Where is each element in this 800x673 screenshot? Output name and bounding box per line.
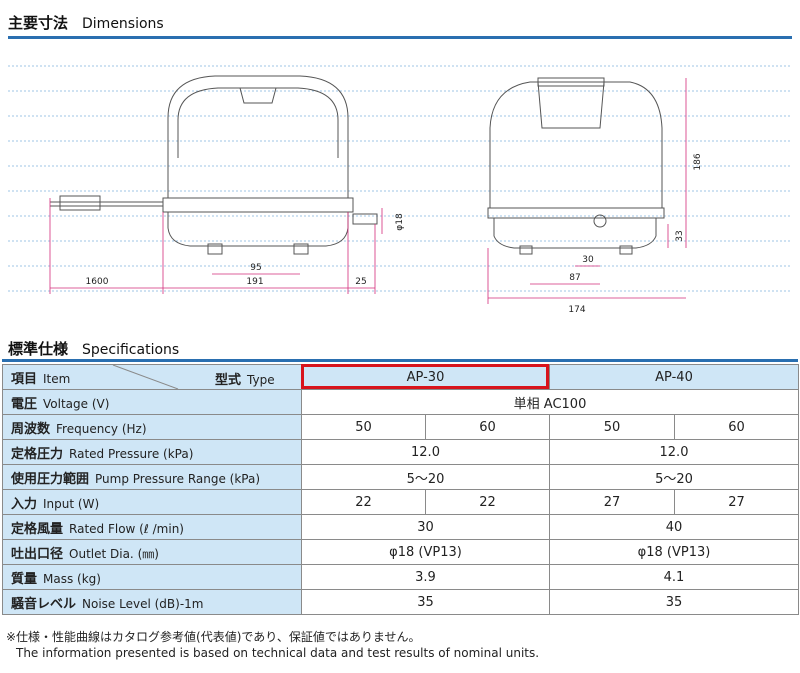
ap30-highlight-box xyxy=(301,364,549,389)
dim-186: 186 xyxy=(693,153,703,170)
note-en: The information presented is based on te… xyxy=(16,646,540,660)
dim-phi18: φ18 xyxy=(395,213,405,231)
dimensions-rule xyxy=(8,36,792,39)
dim-30: 30 xyxy=(582,255,594,265)
table-cell: 22 xyxy=(425,489,550,515)
specifications-title: 標準仕様 Specifications xyxy=(8,338,179,359)
dim-87: 87 xyxy=(569,273,580,283)
table-cell: 30 xyxy=(301,514,550,540)
header-type-jp: 型式 xyxy=(215,373,242,388)
row-label: 定格圧力 Rated Pressure (kPa) xyxy=(2,439,302,465)
note-jp: ※仕様・性能曲線はカタログ参考値(代表値)であり、保証値ではありません。 xyxy=(6,630,421,644)
row-label: 質量 Mass (kg) xyxy=(2,564,302,590)
table-cell: 35 xyxy=(301,589,550,615)
dimensions-title-en: Dimensions xyxy=(82,16,164,32)
table-cell: φ18 (VP13) xyxy=(549,539,799,565)
table-cell: 60 xyxy=(425,414,550,440)
row-label-jp: 騒音レベル xyxy=(11,596,77,612)
row-label-en: Rated Pressure (kPa) xyxy=(69,446,194,461)
row-label-en: Outlet Dia. (㎜) xyxy=(69,546,159,561)
header-type-en: Type xyxy=(247,373,275,387)
table-cell: 35 xyxy=(549,589,799,615)
table-cell: 5～20 xyxy=(549,464,799,490)
row-label-en: Pump Pressure Range (kPa) xyxy=(95,471,261,486)
row-label-en: Frequency (Hz) xyxy=(56,421,147,436)
dim-1600: 1600 xyxy=(86,277,109,287)
row-label-jp: 使用圧力範囲 xyxy=(11,471,90,487)
table-cell: 12.0 xyxy=(549,439,799,465)
dimension-drawing: 1600 191 95 25 φ18 186 33 30 87 174 xyxy=(8,65,792,315)
row-label-jp: 定格圧力 xyxy=(11,446,64,462)
spec-row-mass: 質量 Mass (kg) 3.9 4.1 xyxy=(2,564,799,590)
dimension-lines xyxy=(49,78,687,304)
dim-95: 95 xyxy=(250,263,261,273)
spec-row-outlet: 吐出口径 Outlet Dia. (㎜) φ18 (VP13) φ18 (VP13… xyxy=(2,539,799,565)
row-label-jp: 周波数 xyxy=(11,421,51,437)
dim-25: 25 xyxy=(355,277,366,287)
row-label: 電圧 Voltage (V) xyxy=(2,389,302,415)
header-item-en: Item xyxy=(43,371,71,386)
header-item-type-cell: 項目 Item 型式 Type xyxy=(2,364,302,390)
row-label-en: Noise Level (dB)-1m xyxy=(82,596,204,611)
table-cell: 60 xyxy=(674,414,799,440)
spec-row-frequency: 周波数 Frequency (Hz) 50 60 50 60 xyxy=(2,414,799,440)
table-cell: 3.9 xyxy=(301,564,550,590)
row-label-jp: 吐出口径 xyxy=(11,546,64,562)
table-cell: 27 xyxy=(674,489,799,515)
spec-row-input: 入力 Input (W) 22 22 27 27 xyxy=(2,489,799,515)
dim-191: 191 xyxy=(246,277,263,287)
spec-row-pressure-range: 使用圧力範囲 Pump Pressure Range (kPa) 5～20 5～2… xyxy=(2,464,799,490)
spec-row-voltage: 電圧 Voltage (V) 単相 AC100 xyxy=(2,389,799,415)
front-view xyxy=(50,75,378,255)
table-cell: 22 xyxy=(301,489,426,515)
dim-33: 33 xyxy=(675,230,685,241)
header-item-jp: 項目 xyxy=(11,371,38,387)
row-label-en: Voltage (V) xyxy=(43,396,110,411)
table-cell: 12.0 xyxy=(301,439,550,465)
model-ap40: AP-40 xyxy=(549,364,799,390)
row-label-jp: 質量 xyxy=(11,571,38,587)
row-label-en: Rated Flow (ℓ /min) xyxy=(69,521,184,536)
drawing-grid xyxy=(8,65,792,292)
row-label: 使用圧力範囲 Pump Pressure Range (kPa) xyxy=(2,464,302,490)
table-cell: φ18 (VP13) xyxy=(301,539,550,565)
dimensions-title: 主要寸法 Dimensions xyxy=(8,12,164,33)
dimensions-title-jp: 主要寸法 xyxy=(8,14,69,32)
row-label: 周波数 Frequency (Hz) xyxy=(2,414,302,440)
row-label: 定格風量 Rated Flow (ℓ /min) xyxy=(2,514,302,540)
table-cell: 50 xyxy=(549,414,675,440)
row-label: 騒音レベル Noise Level (dB)-1m xyxy=(2,589,302,615)
row-label-jp: 入力 xyxy=(11,496,38,512)
spec-row-noise: 騒音レベル Noise Level (dB)-1m 35 35 xyxy=(2,589,799,615)
row-label: 入力 Input (W) xyxy=(2,489,302,515)
row-label: 吐出口径 Outlet Dia. (㎜) xyxy=(2,539,302,565)
table-cell: 27 xyxy=(549,489,675,515)
specifications-title-en: Specifications xyxy=(82,342,180,358)
table-cell: 40 xyxy=(549,514,799,540)
table-cell: 5～20 xyxy=(301,464,550,490)
table-cell: 50 xyxy=(301,414,426,440)
row-label-jp: 定格風量 xyxy=(11,521,64,537)
spec-row-rated-flow: 定格風量 Rated Flow (ℓ /min) 30 40 xyxy=(2,514,799,540)
spec-row-rated-pressure: 定格圧力 Rated Pressure (kPa) 12.0 12.0 xyxy=(2,439,799,465)
side-view xyxy=(487,77,665,255)
dim-174: 174 xyxy=(568,305,585,315)
specifications-rule xyxy=(2,359,798,362)
row-label-en: Input (W) xyxy=(43,496,100,511)
specifications-title-jp: 標準仕様 xyxy=(8,340,69,358)
row-label-jp: 電圧 xyxy=(11,396,38,412)
voltage-value: 単相 AC100 xyxy=(301,389,799,415)
row-label-en: Mass (kg) xyxy=(43,571,101,586)
header-diagonal xyxy=(112,365,179,389)
table-cell: 4.1 xyxy=(549,564,799,590)
